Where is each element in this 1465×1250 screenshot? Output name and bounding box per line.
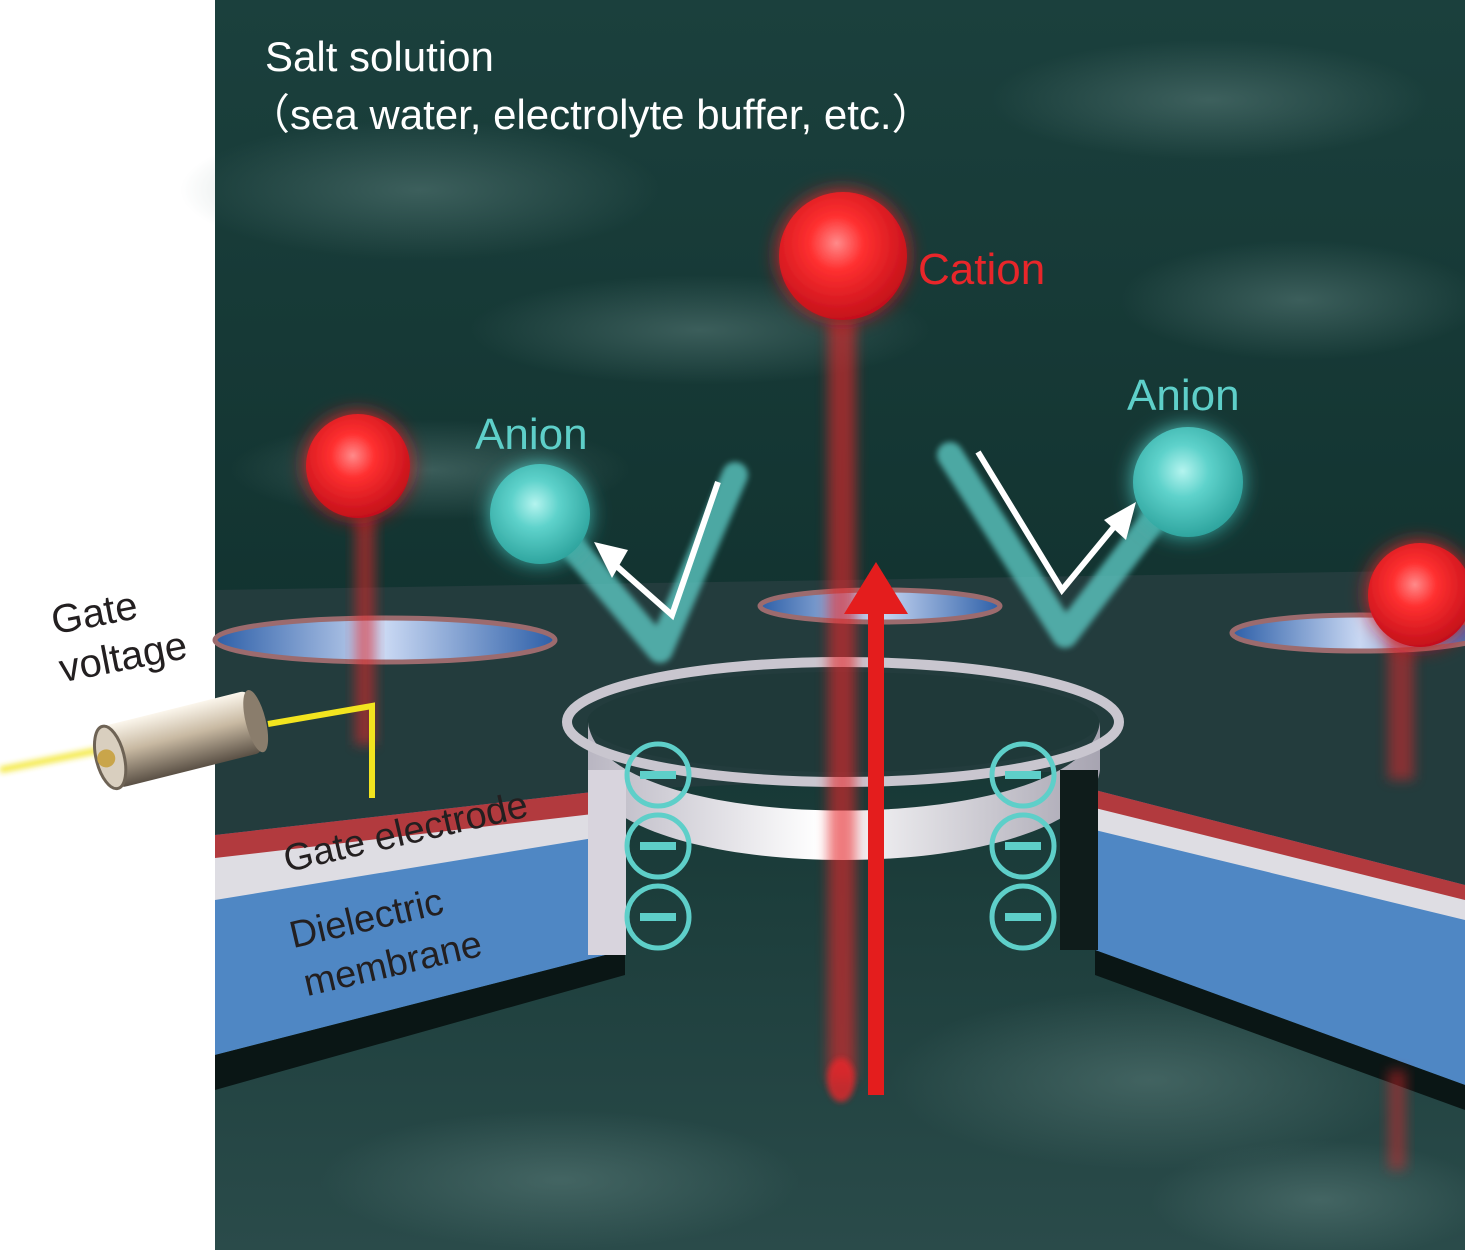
negative-charges-right <box>989 741 1057 951</box>
anion-label-right: Anion <box>1127 371 1240 420</box>
pore-left-wall <box>588 770 626 955</box>
left-membrane-red-edge <box>215 790 610 858</box>
cation-ball-top <box>779 192 907 320</box>
repulsion-arrow-right <box>975 450 1136 596</box>
cation-trails <box>355 320 1414 1170</box>
negative-charges-left <box>624 741 692 951</box>
anion-ball-left <box>490 464 590 564</box>
left-gate-electrode-layer <box>215 810 612 900</box>
title-line-2: （sea water, electrolyte buffer, etc.） <box>248 91 934 138</box>
right-gate-electrode-layer <box>1095 805 1465 920</box>
repulsion-arrow-left <box>594 481 721 621</box>
anion-ball-right <box>1133 427 1243 537</box>
input-wire <box>0 745 111 773</box>
right-membrane-bottom <box>1095 950 1465 1110</box>
cation-label: Cation <box>918 245 1046 294</box>
title-line-1: Salt solution <box>265 33 494 80</box>
pore-right-wall <box>1060 770 1098 950</box>
left-membrane-bottom <box>215 950 625 1090</box>
minus-circle-icon <box>989 883 1057 951</box>
cation-ball-right <box>1368 543 1465 647</box>
cation-flow-arrow <box>844 562 908 1095</box>
well-left <box>212 615 558 665</box>
anion-trail-right <box>937 442 1193 648</box>
cation-ball-left <box>306 414 410 518</box>
minus-circle-icon <box>989 812 1057 880</box>
minus-circle-icon <box>624 741 692 809</box>
right-membrane-red-edge <box>1095 790 1465 900</box>
pore-inner-wall <box>588 722 1100 860</box>
minus-circle-icon <box>624 883 692 951</box>
anion-label-left: Anion <box>475 410 588 459</box>
minus-circle-icon <box>624 812 692 880</box>
cylinder-connector-icon <box>93 689 269 791</box>
minus-circle-icon <box>989 741 1057 809</box>
anion-trail-left <box>537 462 748 663</box>
gate-wire <box>267 702 375 798</box>
